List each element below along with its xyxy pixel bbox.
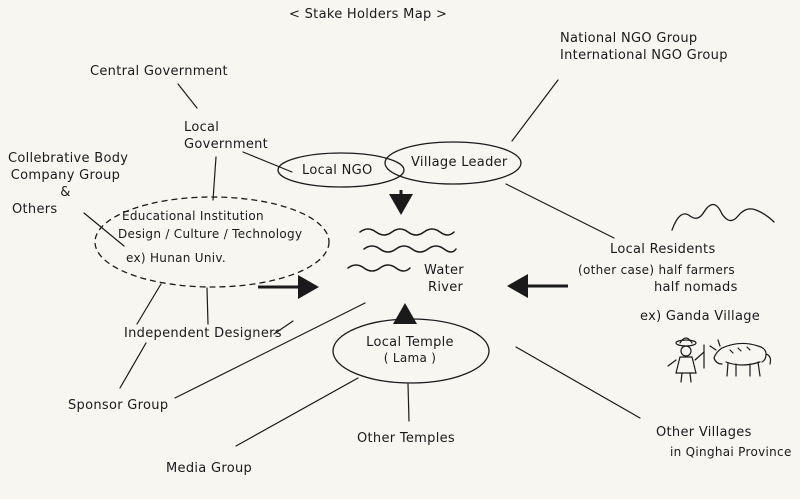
independent-designers-label: Independent Designers [124,326,282,341]
local-ngo-label: Local NGO [302,163,373,178]
line-media-to-temple [235,377,359,447]
line-temple-to-other-villages [515,346,641,419]
diagram-title: < Stake Holders Map > [289,7,448,22]
national-ngo-label: National NGO Group International NGO Gro… [560,31,728,63]
yak-animal-icon [709,339,772,377]
sponsor-group-label: Sponsor Group [68,398,169,413]
water-river-label: Water River [424,263,464,295]
mountains-icon [671,203,775,231]
other-temples-label: Other Temples [357,431,455,446]
line-edu-to-designers-a [136,283,162,325]
line-local-gov-to-ngo [242,151,293,173]
collaborative-body-label: Collebrative Body Company Group & Others [8,151,129,217]
educational-institution-label: Educational Institution Design / Culture… [118,209,303,265]
line-edu-to-designers-b [206,287,209,325]
line-local-gov-to-edu [212,156,217,201]
line-sponsor-to-temple [174,302,366,399]
water-waves-icon [347,228,457,272]
other-villages-label: Other Villages in Qinghai Province [656,425,792,459]
line-leader-to-residents [505,183,615,239]
line-temple-to-other-temples [407,383,410,422]
central-government-label: Central Government [90,64,228,79]
villager-person-icon [667,337,705,383]
line-sponsor-to-designers [119,342,147,389]
village-leader-label: Village Leader [411,155,508,170]
line-designers-to-media [273,320,294,335]
line-central-to-local-gov [177,83,198,109]
local-ngo-ellipse [277,152,405,188]
local-temple-label: Local Temple ( Lama ) [366,335,454,365]
line-national-ngo-to-leader [511,79,559,142]
media-group-label: Media Group [166,461,253,476]
line-collab-to-edu [83,212,125,247]
village-leader-ellipse [384,141,522,185]
local-residents-label: Local Residents (other case) half farmer… [578,242,761,324]
education-dashed-ellipse [94,196,330,288]
local-government-label: Local Government [184,120,269,152]
